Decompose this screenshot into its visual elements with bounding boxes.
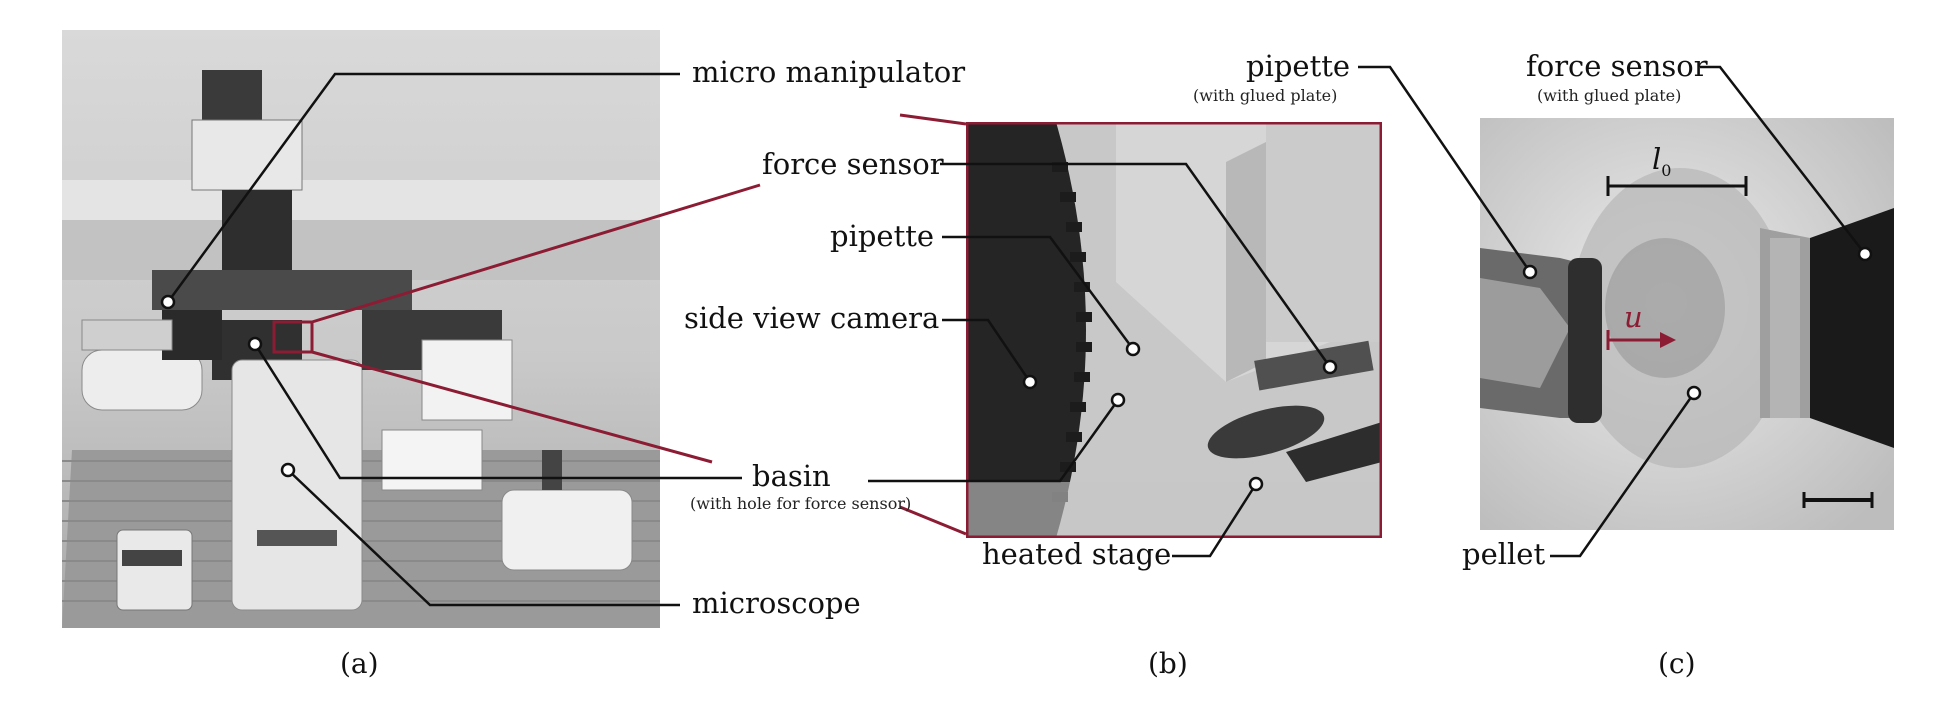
marker-force-sensor-b — [1322, 359, 1338, 375]
label-force-sensor-note: (with glued plate) — [1537, 86, 1682, 105]
label-l0-subscript: 0 — [1661, 160, 1672, 180]
displacement-arrow — [1606, 330, 1676, 350]
caption-a: (a) — [340, 647, 379, 680]
panel-a-photo — [62, 30, 660, 628]
marker-basin-b — [1110, 392, 1126, 408]
label-side-view-camera: side view camera — [684, 301, 940, 335]
panel-c-photo — [1480, 118, 1894, 530]
marker-pipette-c — [1522, 264, 1538, 280]
label-pipette-b: pipette — [830, 219, 935, 253]
marker-pipette-b — [1125, 341, 1141, 357]
marker-micro-manipulator — [160, 294, 176, 310]
label-basin-note: (with hole for force sensor) — [690, 494, 912, 513]
label-microscope: microscope — [692, 586, 861, 620]
marker-heated-stage — [1248, 476, 1264, 492]
gear-shape — [966, 122, 1092, 538]
panel-b-photo — [966, 122, 1382, 538]
label-micro-manipulator: micro manipulator — [692, 55, 966, 89]
marker-side-view-camera — [1022, 374, 1038, 390]
caption-b: (b) — [1148, 647, 1188, 680]
label-l0-symbol: l — [1652, 142, 1662, 176]
label-heated-stage: heated stage — [982, 537, 1172, 571]
label-pipette-c: pipette — [1246, 49, 1351, 83]
label-pipette-note: (with glued plate) — [1193, 86, 1338, 105]
label-pellet: pellet — [1462, 537, 1546, 571]
label-force-sensor-c: force sensor — [1526, 49, 1708, 83]
zoom-wedge — [311, 113, 967, 536]
caption-c: (c) — [1658, 647, 1696, 680]
label-l0: l0 — [1652, 145, 1671, 179]
label-basin: basin — [752, 459, 831, 493]
marker-pellet — [1686, 385, 1702, 401]
marker-microscope — [280, 462, 296, 478]
label-u: u — [1624, 300, 1643, 334]
marker-basin-a — [247, 336, 263, 352]
marker-force-sensor-c — [1857, 246, 1873, 262]
label-force-sensor-b: force sensor — [762, 147, 944, 181]
